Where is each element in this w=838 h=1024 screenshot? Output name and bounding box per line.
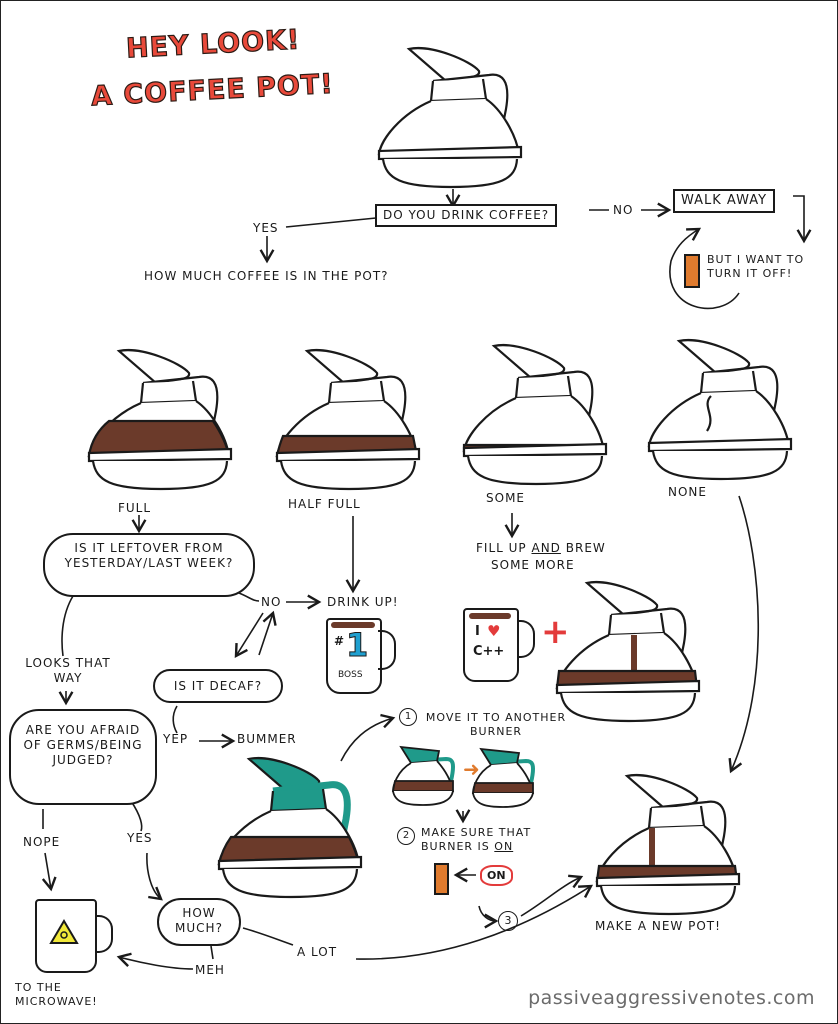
coffee-pot-top-icon <box>377 47 523 189</box>
cpp-mug-icon: I ♥ C++ <box>463 608 535 682</box>
germs-yes-label: YES <box>127 831 153 845</box>
boss-mug-word: BOSS <box>338 670 363 680</box>
title-line2: A COFFEE POT! <box>90 68 335 113</box>
a-lot-label: A LOT <box>297 945 338 959</box>
yes-label: YES <box>253 221 279 235</box>
cpp-mug-i: I <box>475 624 480 639</box>
burner-switch-icon <box>434 863 449 895</box>
step-1-text: MOVE IT TO ANOTHER BURNER <box>425 711 567 738</box>
coffee-pot-half-icon <box>275 349 421 491</box>
coffee-pot-brewing-icon <box>555 581 701 723</box>
decaf-question-cloud: IS IT DECAF? <box>153 669 283 703</box>
level-label-none: NONE <box>668 485 707 499</box>
leftover-no-label: NO <box>261 595 282 609</box>
yep-label: YEP <box>163 732 189 746</box>
fill-up-instruction: FILL UP AND BREW <box>476 541 606 556</box>
drink-coffee-question: DO YOU DRINK COFFEE? <box>375 204 558 227</box>
step-3-badge: 3 <box>498 911 518 931</box>
leftover-question-cloud: IS IT LEFTOVER FROM YESTERDAY/LAST WEEK? <box>43 533 255 597</box>
coffee-pot-new-icon <box>595 774 741 916</box>
plus-icon: + <box>541 612 570 652</box>
coffee-pot-some-icon <box>462 344 608 486</box>
level-label-half-full: HALF FULL <box>288 497 361 511</box>
walk-away-box: WALK AWAY <box>673 189 776 214</box>
boss-mug-icon: # 1 BOSS <box>326 618 396 694</box>
footer-url: passiveaggressivenotes.com <box>528 987 815 1009</box>
brew-text: BREW <box>565 541 606 555</box>
turn-off-note: BUT I WANT TO TURN IT OFF! <box>707 253 805 280</box>
step-2-text: MAKE SURE THAT BURNER IS ON <box>421 826 581 854</box>
no-label: NO <box>613 203 634 217</box>
some-more-text: SOME MORE <box>491 558 575 572</box>
step-2-badge: 2 <box>397 827 415 845</box>
boss-mug-number: 1 <box>345 626 369 665</box>
level-label-full: FULL <box>118 501 152 515</box>
make-new-pot-label: MAKE A NEW POT! <box>595 919 721 933</box>
coffee-pot-decaf-icon <box>217 757 363 899</box>
germs-question-cloud: ARE YOU AFRAID OF GERMS/BEING JUDGED? <box>9 709 157 805</box>
level-label-some: SOME <box>486 491 525 505</box>
looks-that-way-label: LOOKS THAT WAY <box>25 656 111 685</box>
boss-mug-hash: # <box>334 634 345 648</box>
small-pot-after-icon <box>471 747 536 808</box>
drink-up-label: DRINK UP! <box>327 595 399 609</box>
coffee-pot-full-icon <box>87 349 233 491</box>
biohazard-mug-icon <box>35 899 113 973</box>
microwave-label: TO THE MICROWAVE! <box>15 981 98 1008</box>
coffee-pot-empty-icon <box>647 339 793 481</box>
and-text: AND <box>531 541 561 555</box>
move-arrow-icon: ➜ <box>463 757 480 781</box>
step-1-badge: 1 <box>399 708 417 726</box>
how-much-question: HOW MUCH COFFEE IS IN THE POT? <box>144 269 389 283</box>
cpp-mug-text: C++ <box>473 644 505 659</box>
step-2-on-text: ON <box>494 839 514 853</box>
bummer-label: BUMMER <box>237 732 297 746</box>
heart-icon: ♥ <box>487 622 501 640</box>
nope-label: NOPE <box>23 835 61 849</box>
power-switch-icon <box>684 254 700 288</box>
how-much-cloud: HOW MUCH? <box>157 898 241 946</box>
fill-up-text: FILL UP <box>476 541 527 555</box>
title-line1: HEY LOOK! <box>125 24 302 65</box>
on-badge: ON <box>480 865 513 886</box>
step-2-text-pre: MAKE SURE THAT BURNER IS <box>421 826 532 853</box>
meh-label: MEH <box>195 963 225 977</box>
small-pot-before-icon <box>391 745 456 806</box>
biohazard-icon <box>49 919 79 944</box>
